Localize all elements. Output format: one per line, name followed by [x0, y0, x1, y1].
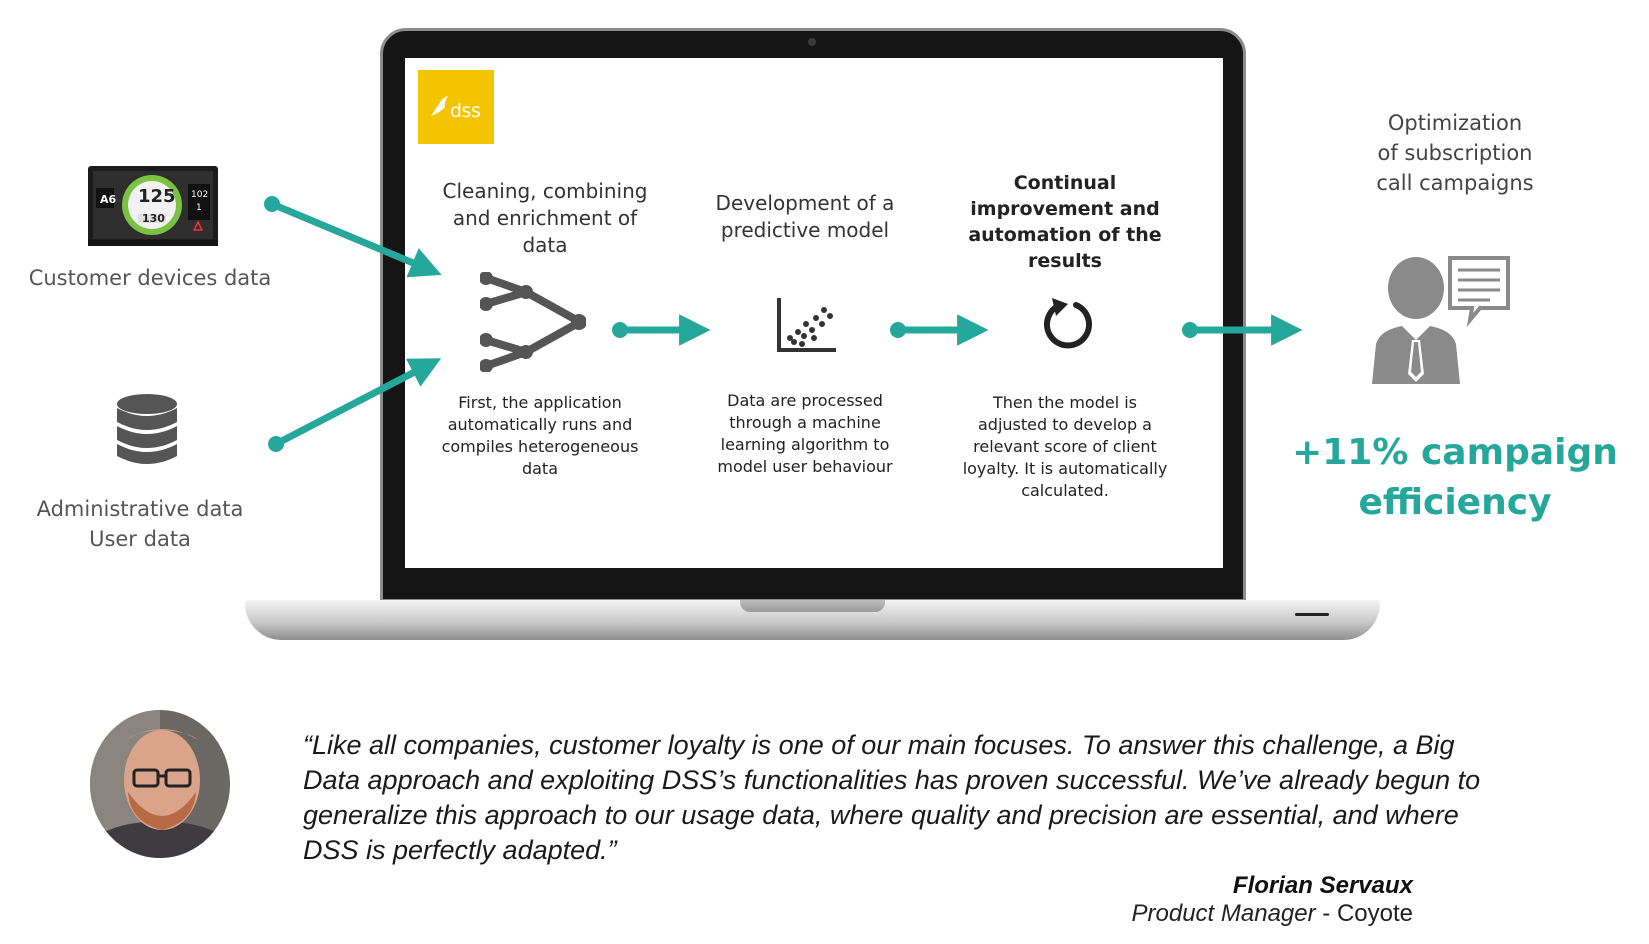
text-line: calculated.: [1021, 481, 1109, 500]
text-line: model user behaviour: [717, 457, 893, 476]
bird-icon: [431, 96, 448, 116]
outcome-title: Optimization of subscription call campaign…: [1320, 108, 1590, 198]
agent-speech-icon: [1372, 256, 1512, 384]
laptop-camera: [808, 38, 816, 46]
customer-device-image: A6 125 130 102 1: [88, 166, 218, 246]
testimonial-author: Florian Servaux: [1232, 872, 1413, 899]
testimonial-role: Product Manager - Coyote: [950, 900, 1413, 928]
text-line: through a machine: [729, 413, 881, 432]
quote-line-1: “Like all companies, customer loyalty is…: [303, 730, 1455, 760]
text-line: Continual: [1013, 172, 1117, 194]
administrative-data-label: Administrative data: [36, 497, 244, 521]
step2-title: Development of a predictive model: [680, 190, 930, 244]
laptop-notch: [740, 600, 885, 612]
text-line: learning algorithm to: [720, 435, 890, 454]
text-line: results: [1028, 250, 1102, 272]
text-line: data: [522, 233, 568, 257]
text-line: efficiency: [1358, 482, 1552, 523]
step3-description: Then the model is adjusted to develop a re…: [940, 392, 1190, 502]
text-line: loyalty. It is automatically: [962, 459, 1168, 478]
text-line: relevant score of client: [973, 437, 1157, 456]
user-data-label: User data: [89, 527, 191, 551]
quote-line-3: generalize this approach to our usage da…: [303, 800, 1459, 830]
text-line: automation of the: [968, 224, 1162, 246]
step1-description: First, the application automatically runs…: [430, 392, 650, 480]
text-line: Development of a: [715, 191, 895, 215]
text-line: data: [521, 459, 559, 478]
text-line: call campaigns: [1376, 171, 1534, 195]
text-line: Data are processed: [727, 391, 883, 410]
step1-title: Cleaning, combining and enrichment of data: [420, 178, 670, 259]
role-title: Product Manager: [1131, 900, 1316, 927]
scatter-plot-icon: [776, 296, 838, 354]
text-line: +11% campaign: [1292, 432, 1618, 473]
merge-icon: [479, 271, 587, 373]
step3-title: Continual improvement and automation of th…: [940, 170, 1190, 274]
arrow-devices-to-step1: [270, 200, 442, 278]
arrow-admin-to-step1: [274, 358, 442, 448]
text-line: predictive model: [720, 218, 890, 242]
device-right-bottom-text: 1: [196, 203, 202, 213]
text-line: Then the model is: [992, 393, 1137, 412]
database-icon: [117, 394, 177, 466]
device-limit-text: 130: [142, 212, 165, 225]
text-line: Optimization: [1387, 111, 1523, 135]
dss-logo-text: dss: [450, 100, 481, 122]
result-text: +11% campaign efficiency: [1270, 428, 1640, 528]
step2-description: Data are processed through a machine learn…: [690, 390, 920, 478]
text-line: automatically runs and: [447, 415, 633, 434]
role-company: Coyote: [1336, 900, 1413, 927]
dss-logo: dss: [418, 70, 494, 144]
avatar: [90, 710, 230, 858]
text-line: and enrichment of: [452, 206, 638, 230]
laptop-led: [1295, 613, 1329, 616]
device-road-text: A6: [100, 193, 117, 206]
text-line: First, the application: [458, 393, 622, 412]
text-line: adjusted to develop a: [978, 415, 1152, 434]
text-line: improvement and: [970, 198, 1160, 220]
text-line: of subscription: [1377, 141, 1533, 165]
device-speed-text: 125: [138, 186, 176, 207]
text-line: compiles heterogeneous: [441, 437, 639, 456]
text-line: Cleaning, combining: [442, 179, 648, 203]
refresh-icon: [1040, 296, 1096, 352]
quote-line-2: Data approach and exploiting DSS’s funct…: [303, 765, 1481, 795]
testimonial-quote: “Like all companies, customer loyalty is…: [303, 728, 1610, 868]
device-right-top-text: 102: [191, 190, 208, 200]
customer-devices-label: Customer devices data: [28, 266, 272, 290]
role-separator: -: [1315, 900, 1337, 927]
quote-line-4: DSS is perfectly adapted.”: [303, 835, 617, 865]
